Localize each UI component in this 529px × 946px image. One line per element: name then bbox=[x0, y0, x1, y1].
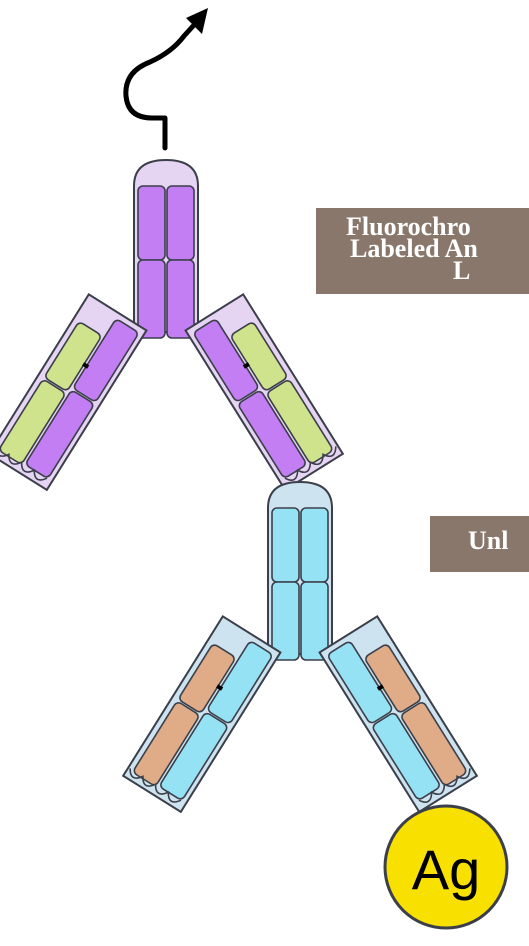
labeled-antibody bbox=[0, 160, 343, 490]
unlabeled-antibody-label: Unl bbox=[430, 516, 529, 572]
labeled-antibody-label: Fluorochro Labeled An L bbox=[316, 208, 529, 294]
label-line-3: L bbox=[346, 260, 529, 282]
unlabeled-antibody bbox=[123, 482, 477, 812]
label-text: Unl bbox=[468, 526, 508, 555]
squiggle-arrow-icon bbox=[126, 8, 208, 148]
label-line-2: Labeled An bbox=[346, 238, 529, 260]
antigen: Ag bbox=[385, 806, 507, 928]
antigen-label: Ag bbox=[412, 838, 481, 901]
